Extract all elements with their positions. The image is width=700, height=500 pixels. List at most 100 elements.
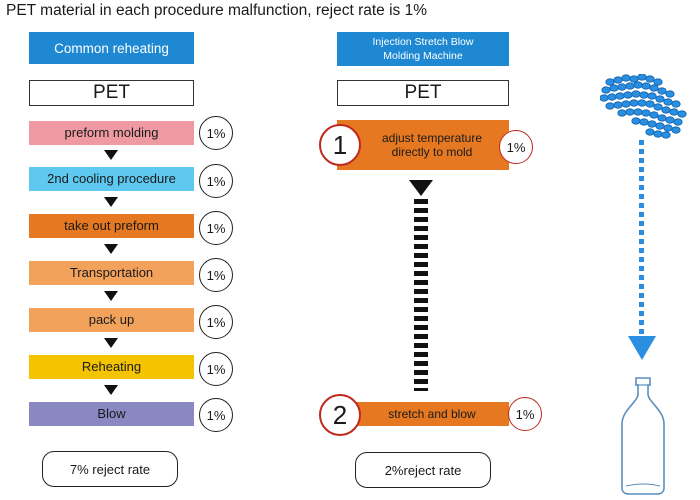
pellet (645, 100, 655, 108)
pellet (605, 102, 615, 110)
pellet (673, 118, 683, 126)
pellet (633, 81, 643, 89)
pellet (653, 130, 663, 138)
pellet (637, 74, 647, 81)
pellet (621, 74, 631, 82)
pellet (600, 94, 609, 102)
rate-text: 1% (515, 406, 535, 422)
pellet (631, 90, 641, 98)
left-step-rate: 1% (199, 164, 233, 198)
left-header-label: Common reheating (54, 40, 169, 56)
left-step-transportation: Transportation (29, 261, 194, 285)
left-step-2nd-cooling: 2nd cooling procedure (29, 167, 194, 191)
down-arrow-icon (409, 180, 433, 196)
pellet (613, 76, 623, 84)
pellet (665, 116, 675, 124)
left-step-take-out-preform: take out preform (29, 214, 194, 238)
left-summary: 7% reject rate (42, 451, 178, 487)
right-step-rate: 1% (508, 397, 542, 431)
pellet (645, 128, 655, 136)
pellet (649, 111, 659, 119)
pellet (617, 83, 627, 91)
pellet (617, 109, 627, 117)
pellet (671, 100, 681, 108)
pellet (625, 82, 635, 90)
rate-text: 1% (206, 173, 226, 189)
pellet (629, 75, 639, 83)
right-summary: 2%reject rate (355, 452, 491, 488)
pellet (637, 99, 647, 107)
step-number: 1 (332, 129, 348, 160)
left-step-preform-molding: preform molding (29, 121, 194, 145)
pellet (661, 106, 671, 114)
left-step-label: Transportation (69, 265, 154, 281)
pellet (677, 110, 687, 118)
pellet (653, 103, 663, 111)
down-arrow-icon (104, 150, 118, 160)
pellet (631, 117, 641, 125)
pellet (661, 131, 671, 139)
left-step-label: 2nd cooling procedure (47, 171, 176, 187)
dashed-connector (414, 199, 428, 391)
blue-down-arrow-icon (628, 336, 656, 360)
left-header: Common reheating (29, 32, 194, 64)
left-step-label: Reheating (81, 359, 142, 375)
step-number-badge: 2 (319, 394, 361, 436)
pellet (625, 108, 635, 116)
pellet (607, 93, 617, 101)
rate-text: 1% (206, 361, 226, 377)
right-step-label: stretch and blow (388, 406, 476, 421)
down-arrow-icon (104, 291, 118, 301)
right-header: Injection Stretch Blow Molding Machine (337, 32, 509, 66)
rate-text: 1% (506, 139, 526, 155)
pellet (621, 100, 631, 108)
right-step-label-line1: adjust temperature (381, 130, 483, 145)
rate-text: 1% (206, 125, 226, 141)
down-arrow-icon (104, 338, 118, 348)
rate-text: 1% (206, 314, 226, 330)
pellet (609, 84, 619, 92)
right-header-line1: Injection Stretch Blow (372, 35, 474, 48)
pellet (629, 99, 639, 107)
left-step-rate: 1% (199, 211, 233, 245)
right-step-rate: 1% (499, 130, 533, 164)
right-header-line2: Molding Machine (383, 50, 463, 62)
left-material-label: PET (93, 82, 130, 103)
pellet (653, 78, 663, 86)
right-step-adjust-temperature: adjust temperature directly to mold (337, 120, 509, 170)
pellet (663, 98, 673, 106)
left-step-label: pack up (88, 312, 135, 328)
pellet (633, 108, 643, 116)
left-step-rate: 1% (199, 258, 233, 292)
right-summary-label: 2%reject rate (384, 462, 462, 478)
pellet (671, 126, 681, 134)
pellet (647, 92, 657, 100)
left-step-rate: 1% (199, 352, 233, 386)
left-summary-label: 7% reject rate (69, 461, 151, 477)
left-step-reheating: Reheating (29, 355, 194, 379)
dotted-flow-line (639, 140, 644, 340)
pellet (645, 75, 655, 83)
left-step-label: preform molding (64, 125, 159, 141)
left-material-box: PET (29, 80, 194, 106)
left-step-blow: Blow (29, 402, 194, 426)
pellet (655, 122, 665, 130)
pellet (639, 118, 649, 126)
rate-text: 1% (206, 407, 226, 423)
rate-text: 1% (206, 220, 226, 236)
pellets-icon (600, 74, 687, 139)
left-step-rate: 1% (199, 305, 233, 339)
pellet (669, 108, 679, 116)
pellet (639, 91, 649, 99)
left-step-label: Blow (97, 406, 126, 422)
left-step-rate: 1% (199, 398, 233, 432)
pellet (615, 92, 625, 100)
pellet (623, 91, 633, 99)
pellet (657, 87, 667, 95)
right-step-stretch-and-blow: stretch and blow (337, 402, 509, 426)
pellet (663, 124, 673, 132)
left-step-pack-up: pack up (29, 308, 194, 332)
pellet (605, 78, 615, 86)
down-arrow-icon (104, 385, 118, 395)
down-arrow-icon (104, 244, 118, 254)
